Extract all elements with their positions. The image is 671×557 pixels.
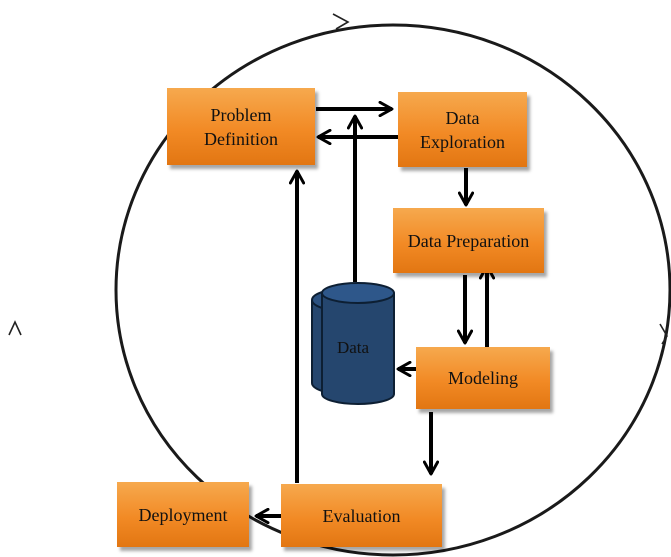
node-problem-definition: Problem Definition (167, 88, 315, 165)
node-problem-definition-line1: Problem (210, 104, 272, 125)
cycle-circle (114, 23, 671, 557)
node-modeling: Modeling (416, 347, 550, 409)
data-store-label: Data (336, 338, 370, 357)
node-data-exploration: Data Exploration (398, 92, 527, 167)
node-deployment-label: Deployment (138, 504, 228, 525)
circle-arrow-mark-right (659, 323, 668, 345)
node-evaluation: Evaluation (281, 484, 442, 547)
circle-arrow-mark-left (8, 320, 22, 336)
circle-arrow-mark-top (332, 13, 350, 30)
node-modeling-label: Modeling (448, 368, 518, 388)
node-data-preparation-label: Data Preparation (407, 230, 530, 251)
database-icon (311, 282, 395, 405)
node-data-exploration-line2: Exploration (420, 131, 505, 152)
node-evaluation-label: Evaluation (322, 505, 401, 526)
node-problem-definition-line2: Definition (204, 128, 278, 149)
node-data-exploration-line1: Data (445, 107, 480, 128)
node-deployment: Deployment (117, 482, 249, 547)
node-data-preparation: Data Preparation (393, 208, 544, 273)
